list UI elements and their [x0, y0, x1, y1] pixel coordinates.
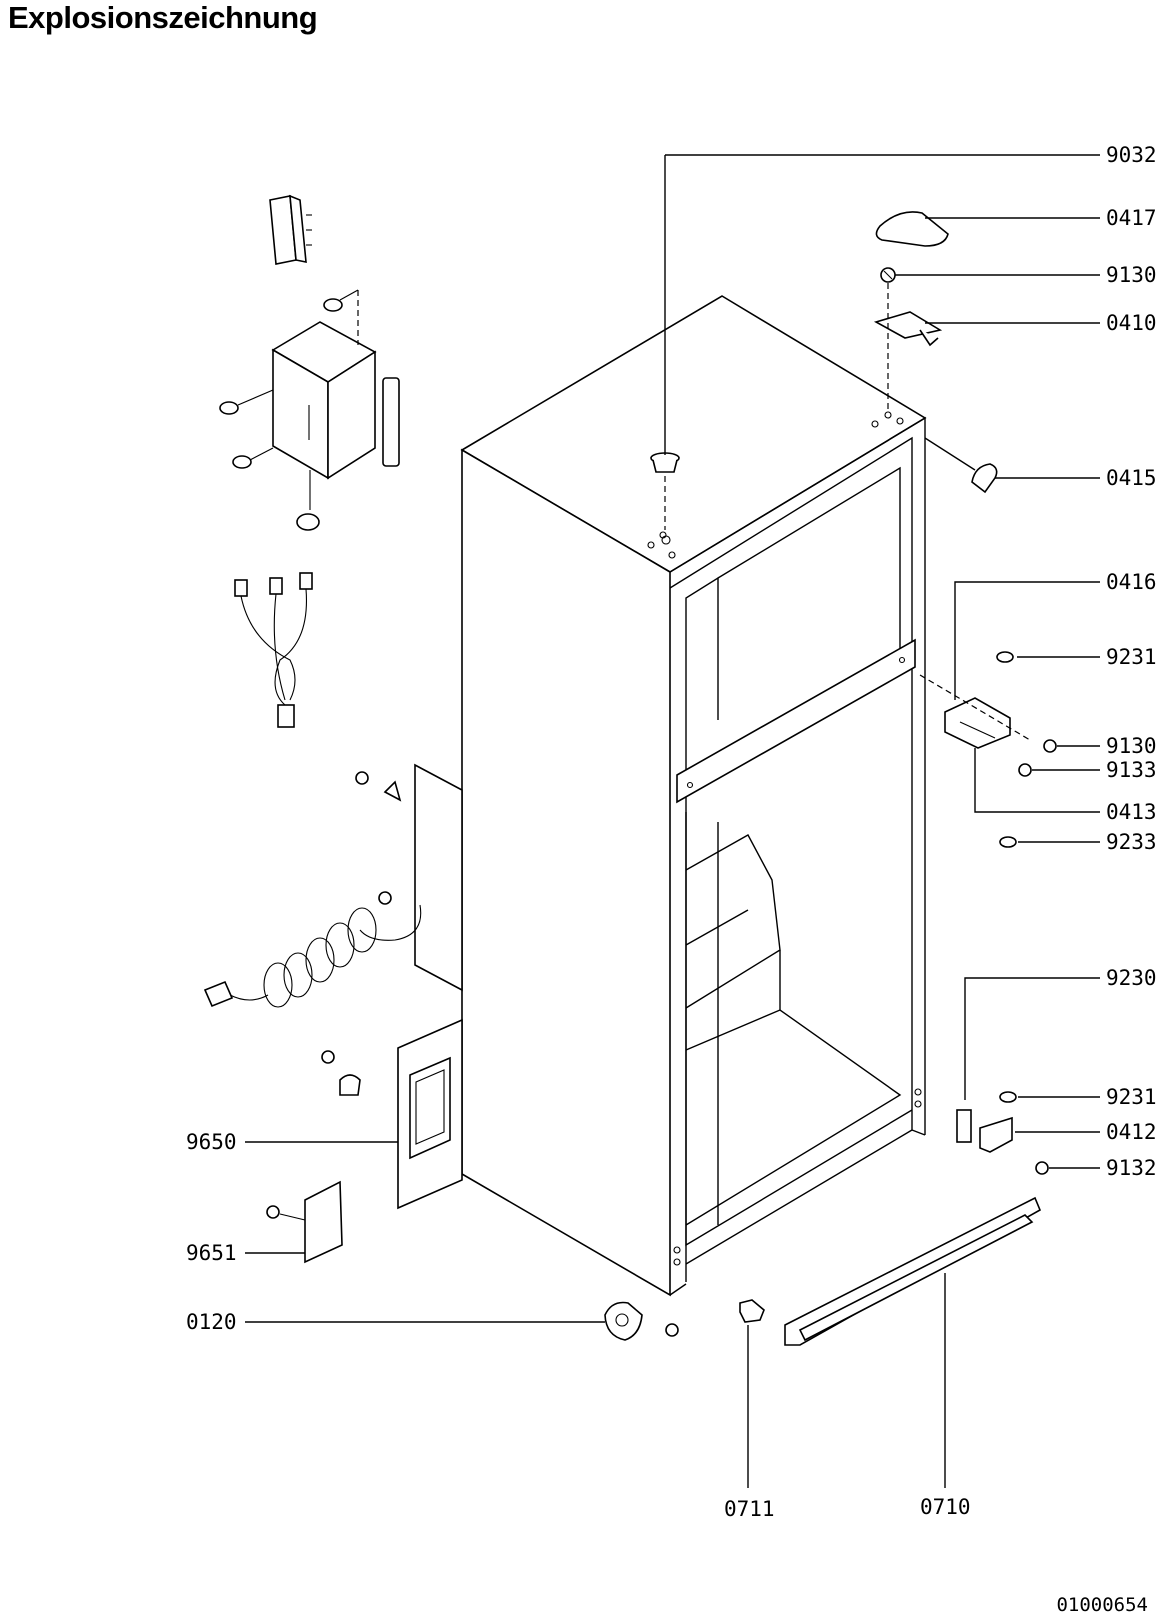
label-9231-lower: 9231 — [1106, 1085, 1157, 1109]
hinge-plate-0410 — [873, 283, 1100, 410]
cap-0415 — [924, 437, 1100, 494]
label-0417: 0417 — [1106, 206, 1157, 230]
label-0413: 0413 — [1106, 800, 1157, 824]
label-9651: 9651 — [186, 1241, 237, 1265]
label-0415: 0415 — [1106, 466, 1157, 490]
caster-0120 — [245, 1301, 679, 1341]
label-0410: 0410 — [1106, 311, 1157, 335]
label-9032: 9032 — [1106, 143, 1157, 167]
label-9231-upper: 9231 — [1106, 645, 1157, 669]
clip-0711 — [739, 1299, 765, 1488]
page-title: Explosionszeichnung — [8, 0, 318, 35]
control-box — [219, 289, 400, 531]
label-0412: 0412 — [1106, 1120, 1157, 1144]
plug-9032 — [650, 154, 1100, 545]
terminal-block — [269, 194, 312, 265]
hinge-group-lower — [956, 977, 1100, 1175]
part-labels: 9032 0417 9130 0410 0415 0416 9231 9130 … — [186, 143, 1157, 1521]
label-9132: 9132 — [1106, 1156, 1157, 1180]
cover-9651 — [245, 1180, 343, 1264]
cabinet-body — [460, 295, 927, 1297]
panel-9650 — [245, 1018, 463, 1210]
power-cord — [203, 763, 463, 1008]
label-9650: 9650 — [186, 1130, 237, 1154]
label-9130-top: 9130 — [1106, 263, 1157, 287]
label-0120: 0120 — [186, 1310, 237, 1334]
label-9233: 9233 — [1106, 830, 1157, 854]
label-9230: 9230 — [1106, 966, 1157, 990]
label-0711: 0711 — [724, 1497, 775, 1521]
label-0710: 0710 — [920, 1495, 971, 1519]
bottom-grille-0710 — [784, 1196, 1042, 1488]
document-number: 01000654 — [1056, 1594, 1148, 1616]
cover-0417 — [875, 211, 1100, 247]
hinge-group-upper — [919, 581, 1100, 848]
screw-9130-top — [880, 267, 1100, 283]
label-9130-hinge: 9130 — [1106, 734, 1157, 758]
wiring-harness — [234, 572, 313, 728]
label-0416: 0416 — [1106, 570, 1157, 594]
label-9133: 9133 — [1106, 758, 1157, 782]
